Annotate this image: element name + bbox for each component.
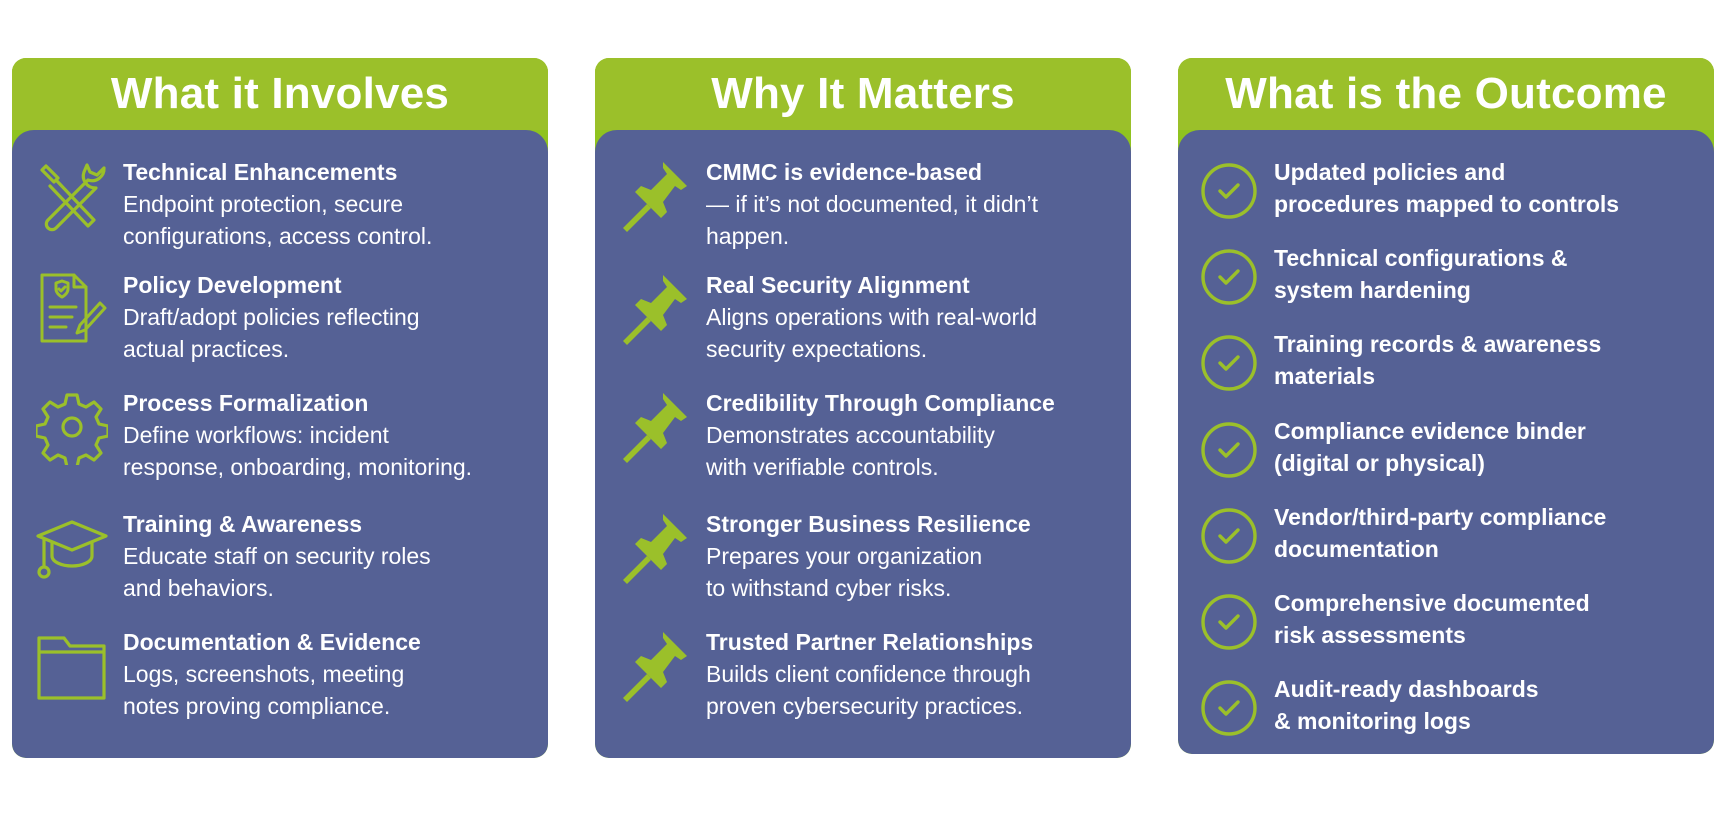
outcome-text: Updated policies and procedures mapped t… (1274, 159, 1620, 217)
item-title: Training & Awareness (123, 511, 363, 537)
item-description: Builds client confidence through proven … (706, 661, 1031, 719)
item-title: Credibility Through Compliance (706, 390, 1055, 416)
check-circle-icon (1200, 334, 1258, 392)
tools-icon (36, 158, 108, 234)
item-description: — if it’s not documented, it didn’t happ… (706, 191, 1038, 249)
outcome-text: Audit-ready dashboards & monitoring logs (1274, 676, 1539, 734)
item-title: Real Security Alignment (706, 272, 970, 298)
outcome-text: Training records & awareness materials (1274, 331, 1602, 389)
item-description: Demonstrates accountability with verifia… (706, 422, 995, 480)
check-circle-icon (1200, 507, 1258, 565)
folder-icon (36, 628, 108, 704)
graduation-cap-icon (36, 510, 108, 586)
item-title: CMMC is evidence-based (706, 159, 983, 185)
item-description: Aligns operations with real-world securi… (706, 304, 1038, 362)
panel-body: Updated policies and procedures mapped t… (1178, 130, 1714, 754)
pushpin-icon (619, 510, 691, 586)
panel-title: Why It Matters (595, 58, 1131, 130)
item-title: Stronger Business Resilience (706, 511, 1031, 537)
item-title: Policy Development (123, 272, 342, 298)
panel-title: What it Involves (12, 58, 548, 130)
pushpin-icon (619, 158, 691, 234)
outcome-text: Technical configurations & system harden… (1274, 245, 1568, 303)
item-title: Process Formalization (123, 390, 369, 416)
pushpin-icon (619, 628, 691, 704)
item-title: Documentation & Evidence (123, 629, 421, 655)
item-description: Define workflows: incident response, onb… (123, 422, 473, 480)
panel-title: What is the Outcome (1178, 58, 1714, 130)
item-description: Educate staff on security roles and beha… (123, 543, 431, 601)
panel-body: CMMC is evidence-based — if it’s not doc… (595, 130, 1131, 758)
outcome-text: Compliance evidence binder (digital or p… (1274, 418, 1586, 476)
outcome-panel: What is the Outcome Updated policies and… (1178, 58, 1714, 754)
item-description: Endpoint protection, secure configuratio… (123, 191, 433, 249)
gear-icon (34, 389, 110, 469)
check-circle-icon (1200, 421, 1258, 479)
involves-panel: What it Involves Technical Enhancements … (12, 58, 548, 758)
pushpin-icon (619, 389, 691, 465)
item-title: Trusted Partner Relationships (706, 629, 1034, 655)
policy-document-icon (36, 271, 108, 347)
panel-body: Technical Enhancements Endpoint protecti… (12, 130, 548, 758)
item-description: Draft/adopt policies reflecting actual p… (123, 304, 420, 362)
item-title: Technical Enhancements (123, 159, 398, 185)
item-description: Logs, screenshots, meeting notes proving… (123, 661, 405, 719)
check-circle-icon (1200, 162, 1258, 220)
check-circle-icon (1200, 679, 1258, 737)
matters-panel: Why It Matters CMMC is evidence-based — … (595, 58, 1131, 758)
check-circle-icon (1200, 593, 1258, 651)
outcome-text: Vendor/third-party compliance documentat… (1274, 504, 1607, 562)
check-circle-icon (1200, 248, 1258, 306)
item-description: Prepares your organization to withstand … (706, 543, 983, 601)
outcome-text: Comprehensive documented risk assessment… (1274, 590, 1590, 648)
pushpin-icon (619, 271, 691, 347)
